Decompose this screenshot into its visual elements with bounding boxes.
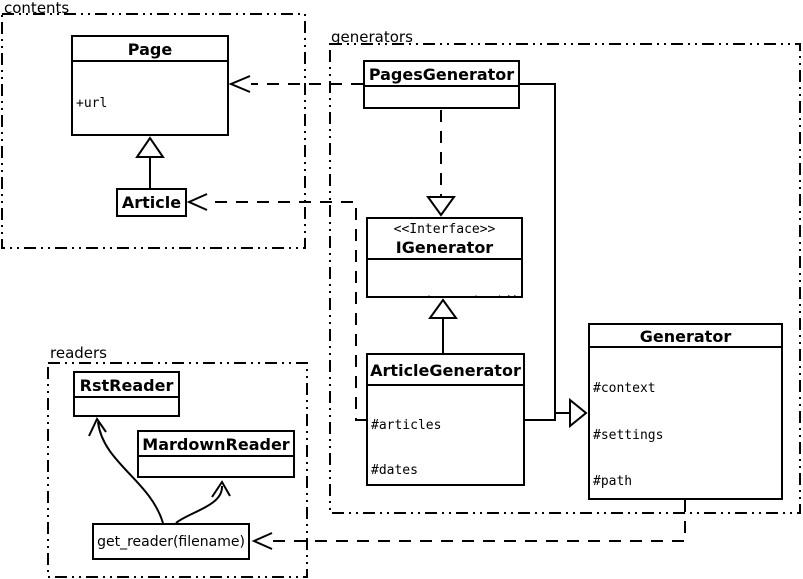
hollow-triangle-page-bottom: [135, 136, 165, 158]
class-rstreader-methods: +read(): [75, 396, 178, 415]
attribute: #settings: [593, 427, 664, 443]
class-page: Page +url +slug +summary +check_properti…: [71, 35, 229, 136]
class-pagesgenerator-attributes: #pages: [365, 85, 518, 107]
hollow-triangle-igenerator-top: [426, 196, 456, 217]
open-arrowhead-markdownreader: [211, 480, 231, 498]
package-readers-border: [47, 362, 308, 578]
class-markdownreader: MardownReader +read(): [137, 430, 295, 478]
class-articlegenerator-title: ArticleGenerator: [370, 361, 521, 380]
class-igenerator: <<Interface>> IGenerator +generate_conte…: [366, 217, 523, 298]
open-arrowhead-getreader: [251, 532, 273, 550]
function-get-reader: get_reader(filename): [92, 523, 250, 560]
class-rstreader: RstReader +read(): [73, 371, 180, 417]
dependency-articlegenerator-article: [208, 201, 366, 421]
class-igenerator-stereotype: <<Interface>>: [393, 222, 496, 237]
curve-getreader-rstreader: [97, 421, 164, 524]
class-generator-attributes: #context #settings #path #theme #output_…: [590, 346, 781, 498]
class-article-title: Article: [121, 193, 182, 212]
class-igenerator-methods: +generate_context() +generate_output(): [368, 258, 521, 296]
generalization-to-generator: [520, 83, 570, 421]
open-arrowhead-rstreader: [88, 417, 107, 437]
dependency-generator-getreader: [273, 500, 686, 542]
class-markdownreader-methods: +read(): [139, 455, 293, 476]
class-igenerator-title: IGenerator: [395, 238, 494, 257]
attribute: #dates: [371, 463, 418, 478]
class-pagesgenerator-title: PagesGenerator: [368, 65, 515, 84]
package-label-contents: contents: [4, 0, 70, 17]
attribute: #path: [593, 474, 633, 489]
class-markdownreader-title: MardownReader: [142, 435, 290, 454]
package-label-readers: readers: [50, 344, 107, 362]
hollow-triangle-igenerator-bottom: [428, 298, 458, 319]
class-pagesgenerator: PagesGenerator #pages: [363, 60, 520, 109]
package-generators-border: [329, 43, 801, 514]
attribute: +url: [76, 96, 108, 111]
package-label-generators: generators: [331, 28, 413, 46]
attribute: #articles: [371, 418, 442, 433]
class-page-attributes: +url +slug +summary: [73, 60, 227, 134]
class-generator: Generator #context #settings #path #them…: [588, 323, 783, 500]
class-page-title: Page: [127, 40, 173, 59]
function-get-reader-label: get_reader(filename): [97, 533, 245, 550]
class-article: Article: [116, 188, 187, 217]
open-arrowhead-page: [228, 75, 251, 93]
open-arrowhead-article: [186, 193, 208, 211]
class-generator-title: Generator: [639, 327, 732, 346]
method: +generate_context(): [371, 294, 520, 296]
hollow-triangle-generator-left: [569, 397, 588, 429]
curve-getreader-markdownreader: [175, 485, 224, 524]
class-articlegenerator-attributes: #articles #dates #tags #categories: [368, 384, 523, 484]
class-articlegenerator: ArticleGenerator #articles #dates #tags …: [366, 353, 525, 486]
attribute: #context: [593, 381, 656, 396]
class-rstreader-title: RstReader: [79, 376, 174, 395]
package-contents-border: [1, 13, 306, 249]
